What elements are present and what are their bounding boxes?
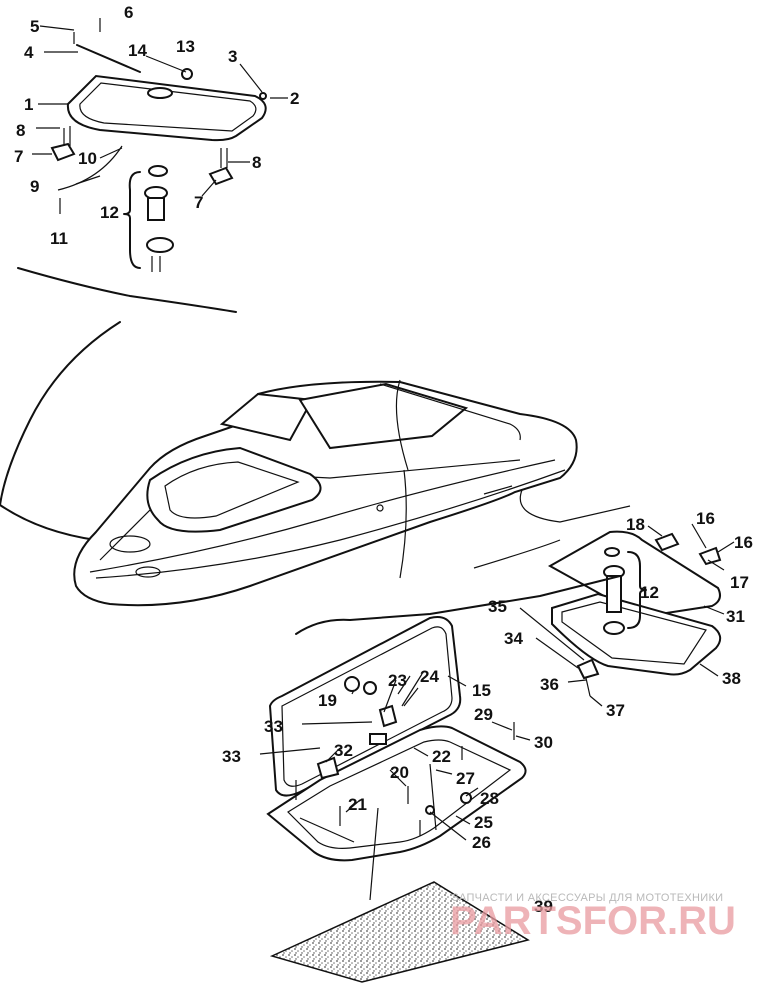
callout-20: 20 [390, 763, 409, 782]
leader-lines [32, 25, 735, 901]
callout-2: 2 [290, 89, 299, 108]
callout-22: 22 [432, 747, 451, 766]
callout-32: 32 [334, 741, 353, 760]
latch-body [147, 197, 165, 221]
callout-29: 29 [474, 705, 493, 724]
callout-23: 23 [388, 671, 407, 690]
latch-knob-19 [344, 676, 360, 692]
bow-cockpit [146, 446, 322, 533]
lid-cable [57, 145, 123, 191]
callout-1: 1 [24, 95, 33, 114]
callout-17: 17 [730, 573, 749, 592]
watermark: ЗАПЧАСТИ И АКСЕССУАРЫ ДЛЯ МОТОТЕХНИКИ PA… [450, 892, 736, 943]
callout-28: 28 [480, 789, 499, 808]
callout-6: 6 [124, 3, 133, 22]
callout-31: 31 [726, 607, 745, 626]
callout-16-top: 16 [696, 509, 715, 528]
callout-33-lower: 33 [222, 747, 241, 766]
callout-36: 36 [540, 675, 559, 694]
callout-11: 11 [50, 229, 68, 248]
top-lid-assembly [50, 18, 267, 272]
callout-37: 37 [606, 701, 625, 720]
hinge-right [208, 166, 234, 186]
callout-18: 18 [626, 515, 645, 534]
callout-27: 27 [456, 769, 475, 788]
callout-15: 15 [472, 681, 491, 700]
callout-25: 25 [474, 813, 493, 832]
callout-3: 3 [228, 47, 237, 66]
callout-19: 19 [318, 691, 337, 710]
box-lid-15 [268, 616, 462, 797]
boat-hull [0, 267, 631, 607]
hatch-frame-38 [551, 592, 722, 676]
callout-34: 34 [504, 629, 523, 648]
callout-9: 9 [30, 177, 39, 196]
hinge-left [50, 142, 76, 162]
right-hatch-assembly [547, 530, 722, 697]
carpet-mat-39 [269, 881, 530, 983]
hull-outline [73, 380, 578, 607]
callout-33-upper: 33 [264, 717, 283, 736]
hatch-latch-34 [576, 658, 600, 680]
callout-21: 21 [348, 795, 367, 814]
box-tray-22 [266, 725, 527, 862]
callout-39: 39 [534, 897, 553, 916]
callout-13: 13 [176, 37, 195, 56]
callout-7-left: 7 [14, 147, 23, 166]
callout-16-right: 16 [734, 533, 753, 552]
storage-box-assembly [266, 575, 621, 862]
callout-8-right: 8 [252, 153, 261, 172]
callout-10: 10 [78, 149, 97, 168]
watermark-brand: PARTSFOR.RU [450, 899, 736, 943]
callout-8-left: 8 [16, 121, 25, 140]
callout-24: 24 [420, 667, 439, 686]
callout-12-top: 12 [100, 203, 119, 222]
callout-30: 30 [534, 733, 553, 752]
callout-labels: 5 6 4 14 13 3 2 1 8 7 10 9 12 11 8 7 18 … [14, 3, 753, 916]
callout-14: 14 [128, 41, 147, 60]
lid-hole [147, 87, 173, 99]
gas-strut-rod [76, 44, 141, 73]
callout-4: 4 [24, 43, 34, 62]
callout-38: 38 [722, 669, 741, 688]
callout-35: 35 [488, 597, 507, 616]
callout-12-right: 12 [640, 583, 659, 602]
watermark-tagline: ЗАПЧАСТИ И АКСЕССУАРЫ ДЛЯ МОТОТЕХНИКИ [452, 892, 723, 904]
callout-5: 5 [30, 17, 39, 36]
callout-7-right: 7 [194, 193, 203, 212]
windshield-right [298, 382, 469, 450]
callout-26: 26 [472, 833, 491, 852]
